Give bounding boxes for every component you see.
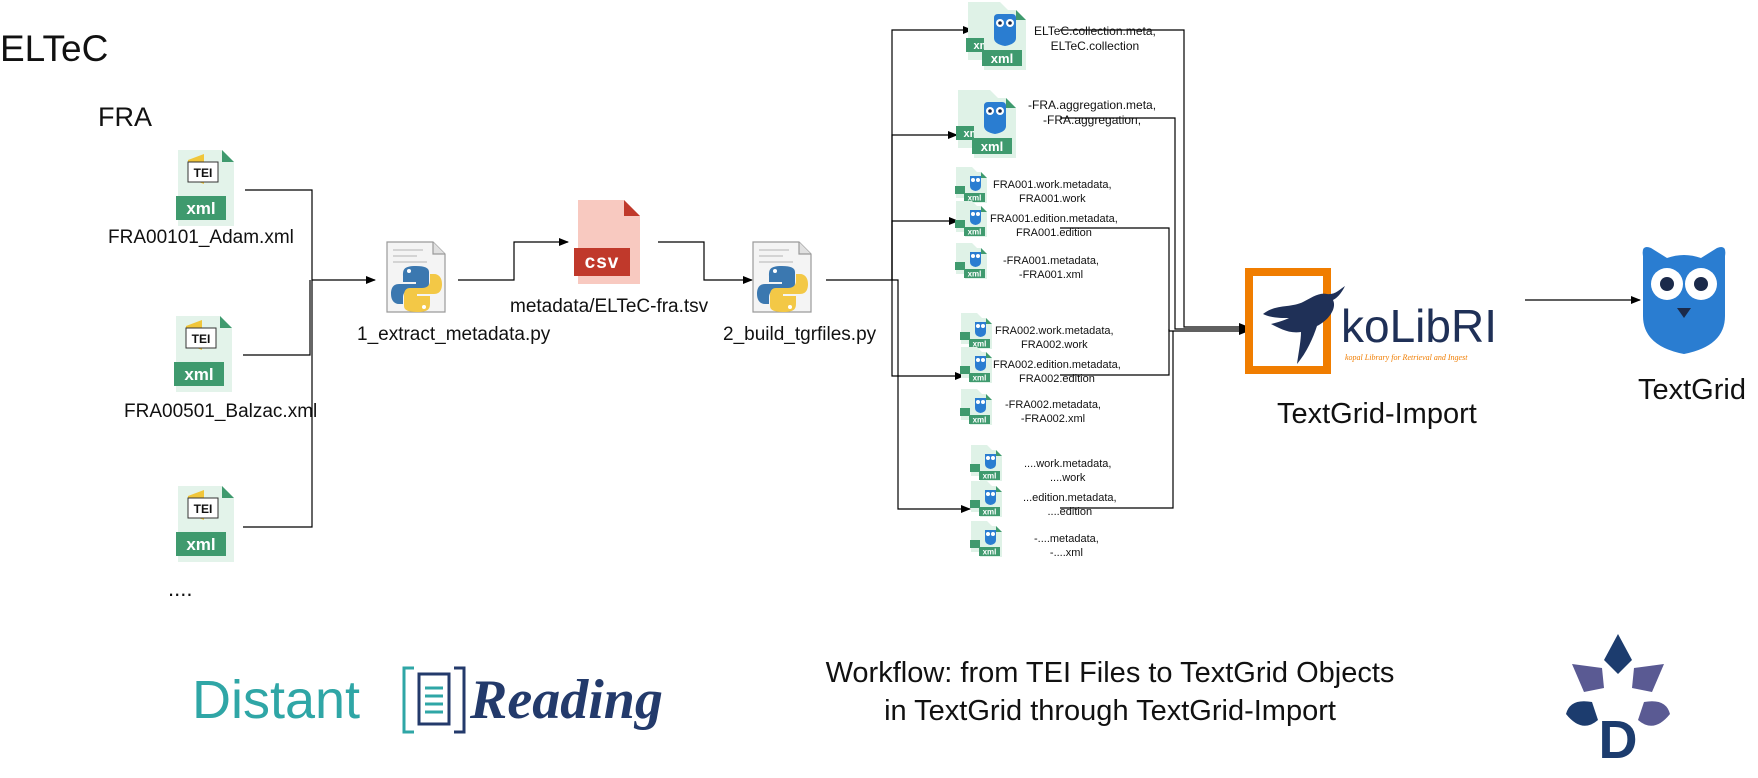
kolibri-logo: koLibRI kopal Library for Retrieval and …: [1245, 268, 1501, 376]
edge-build-to-fra002: [891, 280, 965, 380]
textgrid-object-stack-icon: xml: [970, 480, 1006, 523]
output-label: -FRA001.metadata,-FRA001.xml: [1003, 255, 1099, 281]
edge-build-to-aggregation: [891, 131, 958, 280]
tei-file-icon: TEI xml: [174, 484, 236, 564]
dariah-letter: D: [1599, 710, 1638, 764]
edge-more-to-import: [1060, 331, 1174, 509]
xml-badge: xml: [983, 508, 997, 517]
edge-fra001-to-import: [1060, 227, 1249, 335]
xml-badge: xml: [184, 365, 213, 384]
edge-aggregation-to-import: [1060, 117, 1249, 333]
xml-badge: xml: [983, 472, 997, 481]
xml-badge: xml: [973, 374, 987, 383]
import-label: TextGrid-Import: [1277, 398, 1477, 430]
edge-build-to-fra001: [891, 217, 959, 280]
tei-file-icon: TEI xml: [172, 314, 234, 394]
tei-file-icon: TEI xml: [174, 148, 236, 228]
edge-balzac-to-extract: [243, 280, 311, 356]
edge-collection-to-import: [1060, 29, 1249, 331]
edge-fra002-to-import: [1060, 329, 1170, 376]
csv-file-icon: csv: [574, 198, 642, 286]
textgrid-object-stack-icon: xml: [960, 346, 996, 389]
textgrid-label: TextGrid: [1638, 374, 1746, 406]
python-script-icon: [749, 240, 815, 316]
textgrid-object-stack-icon: xml: [970, 520, 1006, 563]
source-label: FRA00501_Balzac.xml: [124, 401, 318, 422]
kolibri-tagline: kopal Library for Retrieval and Ingest: [1345, 353, 1468, 362]
xml-badge: xml: [968, 194, 982, 203]
distant-reading-brand-part1: Distant: [192, 670, 360, 730]
xml-badge: xml: [186, 535, 215, 554]
source-label: FRA00101_Adam.xml: [108, 227, 294, 248]
textgrid-object-stack-icon: xml: [960, 312, 996, 355]
tei-badge: TEI: [194, 502, 213, 516]
output-label: -FRA.aggregation.meta,-FRA.aggregation,: [1028, 98, 1157, 127]
output-label: FRA002.edition.metadata,FRA002.edition: [993, 359, 1121, 385]
output-label: ELTeC.collection.meta,ELTeC.collection: [1034, 24, 1156, 53]
xml-badge: xml: [968, 270, 982, 279]
textgrid-object-stack-icon: xml xml: [956, 88, 1022, 160]
distant-reading-logo: Distant Reading: [192, 662, 702, 738]
output-label: -FRA002.metadata,-FRA002.xml: [1005, 399, 1101, 425]
edge-build-to-more: [892, 279, 971, 513]
xml-badge: xml: [973, 340, 987, 349]
output-label: FRA002.work.metadata,FRA002.work: [995, 325, 1114, 351]
edge-build-to-collection: [826, 26, 973, 281]
distant-reading-brand-part2: Reading: [469, 669, 663, 731]
output-label: ....work.metadata,....work: [1024, 458, 1112, 484]
output-label: -....metadata,-....xml: [1034, 533, 1099, 559]
xml-badge: xml: [968, 228, 982, 237]
xml-badge: xml: [973, 416, 987, 425]
textgrid-object-stack-icon: xml: [955, 200, 991, 243]
python-script-icon: [383, 240, 449, 316]
xml-badge: xml: [186, 199, 215, 218]
csv-badge: csv: [585, 252, 620, 273]
csv-file-label: metadata/ELTeC-fra.tsv: [510, 296, 709, 317]
edge-extract-to-csv: [458, 238, 569, 281]
tei-badge: TEI: [192, 332, 211, 346]
edge-adam-to-extract: [245, 189, 376, 284]
workflow-caption: Workflow: from TEI Files to TextGrid Obj…: [825, 657, 1395, 727]
xml-badge: xml: [981, 139, 1003, 154]
output-label: ...edition.metadata,....edition: [1023, 492, 1117, 518]
xml-badge: xml: [983, 548, 997, 557]
build-script-label: 2_build_tgrfiles.py: [723, 324, 877, 345]
output-label: FRA001.edition.metadata,FRA001.edition: [990, 213, 1118, 239]
textgrid-object-stack-icon: xml xml: [966, 0, 1032, 72]
dariah-logo: D: [1552, 630, 1684, 770]
textgrid-owl-icon: [1637, 242, 1731, 356]
textgrid-object-stack-icon: xml: [960, 388, 996, 431]
textgrid-object-stack-icon: xml: [955, 166, 991, 209]
xml-badge: xml: [991, 51, 1013, 66]
kolibri-logo-text: koLibRI: [1341, 300, 1497, 352]
edge-more-to-extract: [243, 280, 313, 528]
edge-csv-to-build: [658, 241, 753, 284]
tei-badge: TEI: [194, 166, 213, 180]
language-label: FRA: [98, 102, 152, 132]
corpus-title: ELTeC: [0, 28, 109, 69]
extract-script-label: 1_extract_metadata.py: [357, 324, 551, 345]
more-sources-ellipsis: ....: [168, 576, 193, 601]
textgrid-object-stack-icon: xml: [955, 242, 991, 285]
output-label: FRA001.work.metadata,FRA001.work: [993, 179, 1112, 205]
textgrid-object-stack-icon: xml: [970, 444, 1006, 487]
